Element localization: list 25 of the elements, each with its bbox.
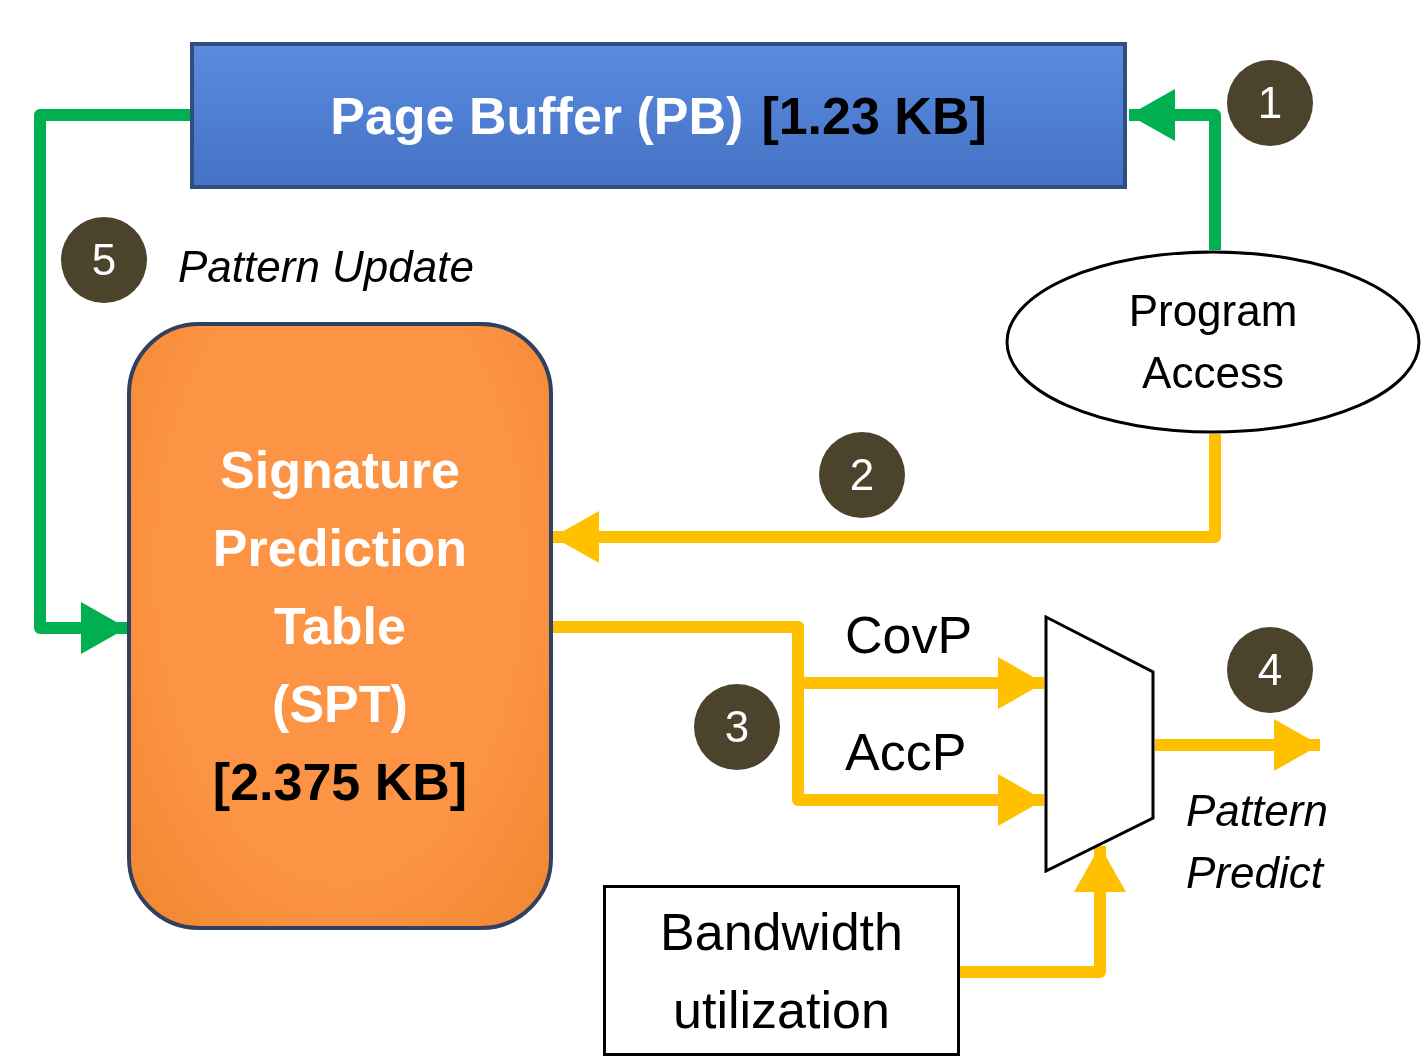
step-number: 2 [819, 432, 905, 518]
arrow [34, 109, 190, 654]
arrow [1155, 719, 1320, 771]
step-number: 1 [1227, 60, 1313, 146]
size-text: [2.375 KB] [211, 752, 469, 813]
box-title: Signature Prediction Table (SPT) [211, 440, 469, 735]
table-box [127, 322, 553, 930]
arrow [1129, 89, 1221, 250]
input-box [603, 885, 960, 1056]
node-label: Program Access [1127, 285, 1299, 399]
size-text: [1.23 KB] [761, 85, 987, 146]
box-title: Page Buffer (PB) [330, 85, 744, 146]
step-number: 5 [61, 217, 147, 303]
buffer-box [190, 42, 1127, 189]
arrow [553, 434, 1221, 563]
step-number: 3 [694, 684, 780, 770]
annotation-text: Pattern Update [178, 241, 475, 293]
access-ellipse [1005, 250, 1421, 434]
arrow [960, 846, 1126, 978]
step-number: 4 [1227, 627, 1313, 713]
edge-label: AccP [845, 722, 967, 782]
edge-label: CovP [845, 605, 973, 665]
node-label: Bandwidth utilization [659, 901, 904, 1041]
annotation-text: Pattern Predict [1186, 785, 1329, 899]
multiplexer-symbol [1044, 615, 1155, 873]
